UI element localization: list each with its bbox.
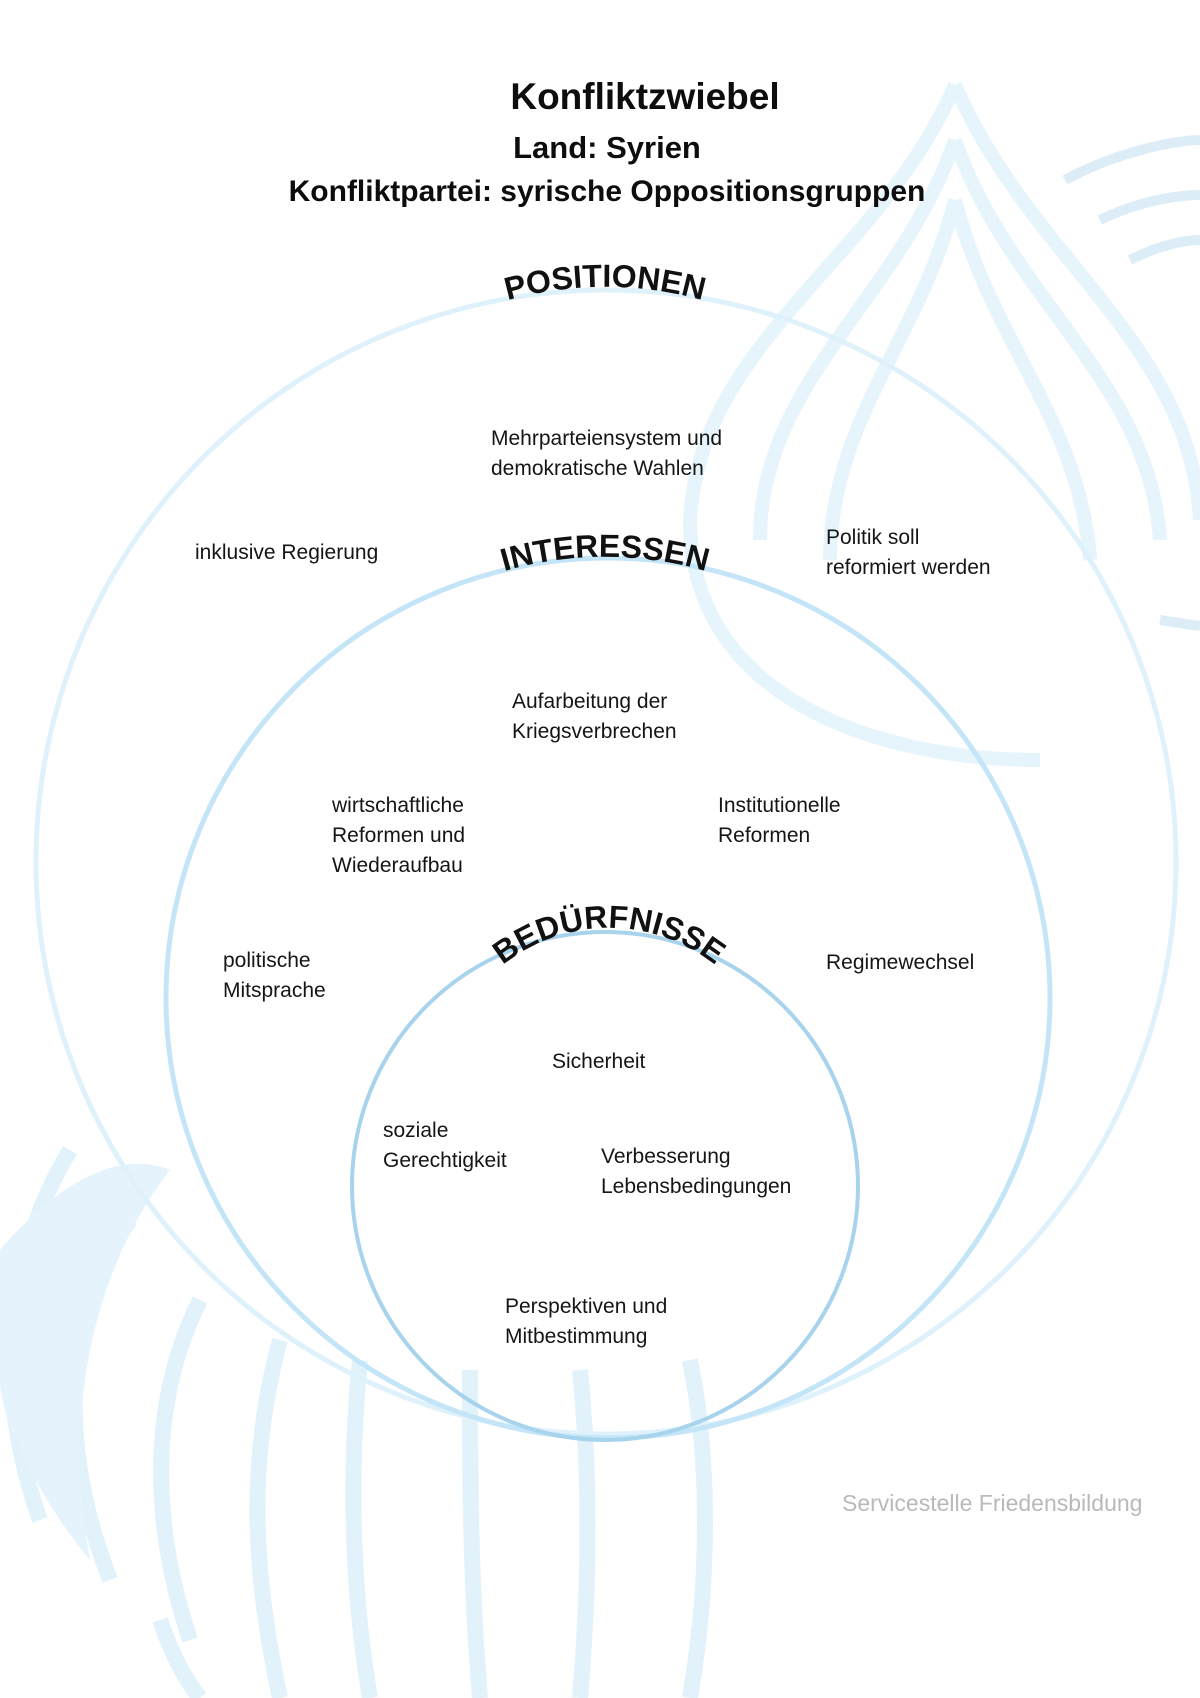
interest-item: Regimewechsel: [826, 951, 975, 974]
diagram-title: Konfliktzwiebel: [510, 76, 780, 117]
position-item: Mehrparteiensystem und demokratische Wah…: [491, 427, 723, 480]
ring-positionen: [33, 287, 1179, 1437]
layer-label-interessen: INTERESSEN: [496, 528, 713, 578]
need-item: soziale Gerechtigkeit: [383, 1119, 507, 1172]
position-item: inklusive Regierung: [195, 541, 379, 564]
position-item: Politik soll reformiert werden: [826, 526, 991, 579]
layer-label-positionen: POSITIONEN: [500, 258, 709, 307]
need-item: Perspektiven und Mitbestimmung: [505, 1295, 668, 1348]
party-heading: Konfliktpartei: syrische Oppositionsgrup…: [288, 175, 926, 208]
need-item: Sicherheit: [552, 1050, 646, 1073]
interest-item: wirtschaftliche Reformen und Wiederaufba…: [332, 794, 466, 877]
interest-item: politische Mitsprache: [223, 949, 326, 1002]
interest-item: Aufarbeitung der Kriegsverbrechen: [512, 690, 677, 743]
interest-item: Institutionelle Reformen: [718, 794, 841, 847]
country-heading: Land: Syrien: [513, 130, 701, 165]
ring-beduerfnisse: [350, 930, 860, 1442]
layer-label-beduerfnisse: BEDÜRFNISSE: [486, 899, 732, 971]
need-item: Verbesserung Lebensbedingungen: [601, 1145, 792, 1198]
footer-credit: Servicestelle Friedensbildung: [842, 1490, 1143, 1516]
